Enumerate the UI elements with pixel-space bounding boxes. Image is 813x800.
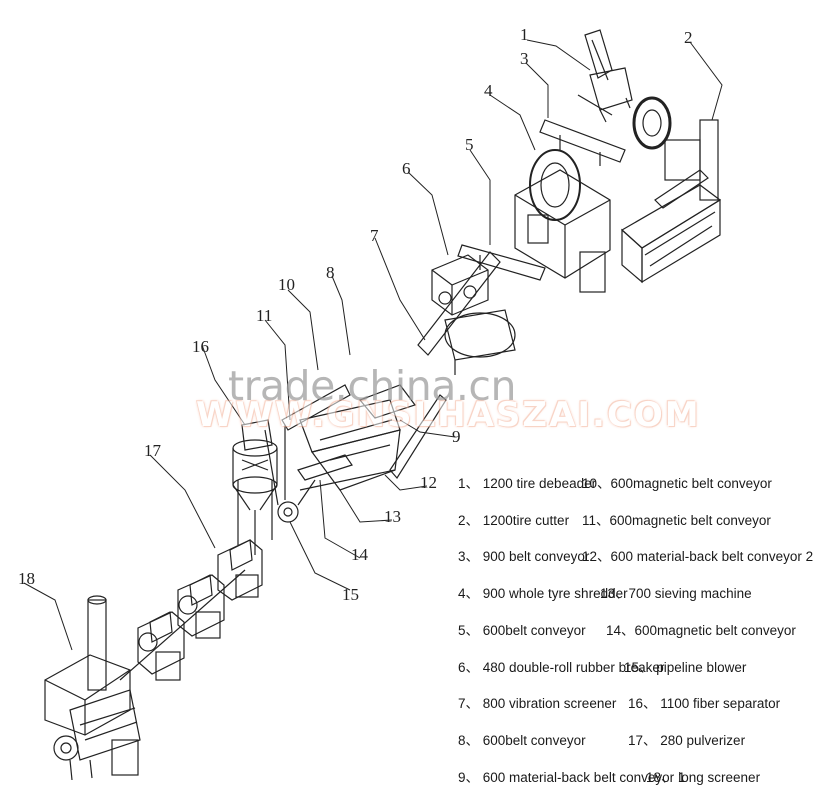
callout-9: 9 (452, 427, 461, 446)
legend-item: 11、600magnetic belt conveyor (582, 513, 771, 528)
callout-16: 16 (192, 337, 209, 356)
callout-7: 7 (370, 226, 379, 245)
legend-item: 3、 900 belt conveyor (458, 549, 590, 564)
fiber-separator (232, 419, 278, 555)
callout-18: 18 (18, 569, 35, 588)
legend-item: 16、 1100 fiber separator (628, 696, 781, 711)
legend-item: 8、 600belt conveyor (458, 733, 586, 748)
legend-item: 18、 long screener (646, 770, 761, 785)
legend-item: 15、 pipeline blower (624, 660, 747, 675)
tire-debeader (577, 29, 633, 123)
legend-row: 2、 1200tire cutter 11、600magnetic belt co… (458, 509, 771, 529)
long-screener (44, 595, 141, 781)
callout-8: 8 (326, 263, 335, 282)
callout-13: 13 (384, 507, 401, 526)
legend-item: 7、 800 vibration screener (458, 696, 617, 711)
callout-17: 17 (144, 441, 161, 460)
callout-12: 12 (420, 473, 437, 492)
callout-4: 4 (484, 81, 493, 100)
material-back-conveyor (299, 394, 447, 491)
sieving-machine (299, 384, 416, 491)
legend-row: 8、 600belt conveyor 17、 280 pulverizer (458, 729, 745, 749)
tire (632, 96, 672, 150)
legend-item: 1、 1200 tire debeader (458, 476, 597, 491)
callout-10: 10 (278, 275, 295, 294)
legend-item: 12、600 material-back belt conveyor 2 (582, 549, 813, 564)
pulverizers (119, 539, 263, 681)
callout-2: 2 (684, 28, 693, 47)
legend-item: 17、 280 pulverizer (628, 733, 746, 748)
legend-row: 7、 800 vibration screener 16、 1100 fiber … (458, 692, 780, 712)
tire-cutter (620, 119, 722, 284)
magnetic-belt-conveyor (281, 384, 353, 481)
rubber-breaker (431, 254, 489, 316)
tyre-shredder (514, 149, 611, 293)
belt-conveyor-5 (457, 244, 546, 281)
leader-lines (23, 39, 723, 651)
legend-item: 2、 1200tire cutter (458, 513, 570, 528)
callout-6: 6 (402, 159, 411, 178)
legend-item: 6、 480 double-roll rubber breaker (458, 660, 665, 675)
legend-item: 9、 600 material-back belt conveyor 1 (458, 770, 686, 785)
callout-1: 1 (520, 25, 529, 44)
legend-item: 5、 600belt conveyor (458, 623, 586, 638)
callout-3: 3 (520, 49, 529, 68)
callout-11: 11 (256, 306, 273, 325)
callout-15: 15 (342, 585, 359, 604)
pipeline-blower (264, 425, 316, 523)
legend-item: 4、 900 whole tyre shredder (458, 586, 628, 601)
legend-item: 14、600magnetic belt conveyor (606, 623, 796, 638)
belt-conveyor-3 (539, 119, 626, 166)
callout-14: 14 (351, 545, 368, 564)
legend-item: 13、700 sieving machine (600, 586, 752, 601)
legend-row: 5、 600belt conveyor 14、600magnetic belt c… (458, 619, 796, 639)
callout-5: 5 (465, 135, 474, 154)
vibration-screener (417, 251, 516, 375)
watermark-url: WWW.GNSLHASZAI.COM (196, 395, 701, 435)
legend-item: 10、600magnetic belt conveyor (582, 476, 772, 491)
watermark-trade-china: trade.china.cn (228, 362, 516, 410)
